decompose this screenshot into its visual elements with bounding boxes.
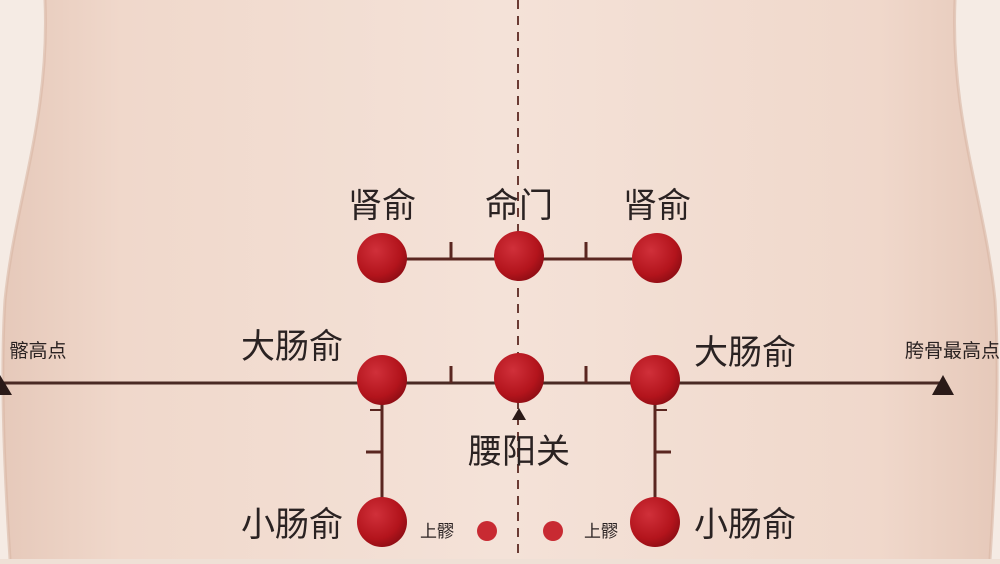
acupoint-iliac-center	[494, 353, 544, 403]
label-shangliao-left: 上髎	[420, 522, 454, 542]
acupoint-xiaochangshu-right	[630, 497, 680, 547]
label-dachangshu-left: 大肠俞	[241, 327, 343, 367]
label-dachangshu-right: 大肠俞	[694, 333, 796, 373]
acupoint-xiaochangshu-left	[357, 497, 407, 547]
acupoint-dachangshu-right	[630, 355, 680, 405]
label-shenshu-left: 肾俞	[348, 186, 416, 226]
label-shenshu-right: 肾俞	[623, 186, 691, 226]
torso-shape	[3, 0, 997, 559]
label-shangliao-right: 上髎	[584, 522, 618, 542]
acupoint-shenshu-left	[357, 233, 407, 283]
label-iliac-left: 髂高点	[9, 340, 66, 362]
label-yaoyangguan: 腰阳关	[468, 432, 570, 472]
label-mingmen: 命门	[485, 186, 553, 226]
acupoint-shenshu-right	[632, 233, 682, 283]
acupoint-mingmen	[494, 231, 544, 281]
label-iliac-right: 胯骨最高点	[905, 340, 1000, 362]
acupoint-dachangshu-left	[357, 355, 407, 405]
acupoint-shangliao-left	[477, 521, 497, 541]
label-xiaochangshu-right: 小肠俞	[694, 505, 796, 545]
label-xiaochangshu-left: 小肠俞	[241, 505, 343, 545]
acupoint-shangliao-right	[543, 521, 563, 541]
